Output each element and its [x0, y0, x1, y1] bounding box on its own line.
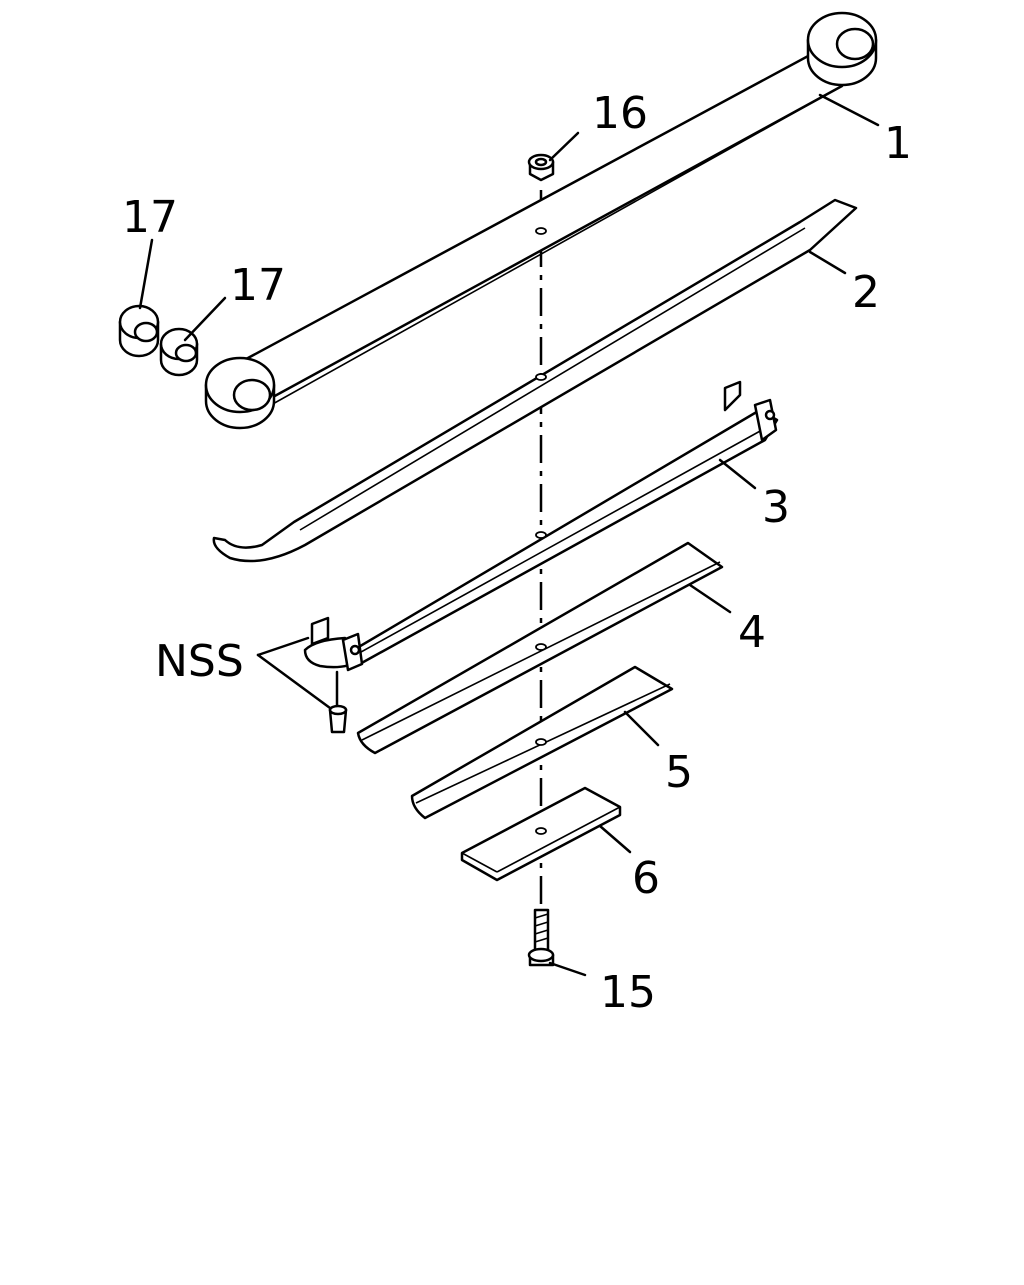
part-1-main-leaf[interactable]	[204, 11, 878, 430]
callout-labels: 1 2 3 4 5 6 15 16 17 17 NSS	[122, 88, 912, 1018]
callout-1: 1	[884, 118, 912, 169]
part-3-leaf-with-clips[interactable]	[303, 380, 779, 672]
part-16-nut[interactable]	[527, 153, 555, 182]
callout-3: 3	[762, 482, 790, 533]
callout-15: 15	[600, 967, 656, 1018]
part-17-bushing-left[interactable]	[118, 304, 160, 358]
nss-pin[interactable]	[328, 670, 348, 734]
callout-4: 4	[738, 607, 766, 658]
part-5-leaf[interactable]	[410, 665, 674, 820]
callout-nss: NSS	[155, 636, 244, 687]
callout-2: 2	[852, 267, 880, 318]
part-17-bushing-right[interactable]	[159, 327, 199, 377]
leader-lines	[138, 93, 880, 977]
callout-16: 16	[592, 88, 648, 139]
part-4-leaf[interactable]	[356, 541, 724, 755]
callout-5: 5	[665, 747, 693, 798]
part-15-bolt[interactable]	[527, 908, 555, 967]
callout-6: 6	[632, 853, 660, 904]
part-2-second-leaf[interactable]	[212, 198, 858, 563]
callout-17-left: 17	[122, 192, 178, 243]
callout-17-right: 17	[230, 260, 286, 311]
part-6-spacer-plate[interactable]	[460, 786, 622, 882]
